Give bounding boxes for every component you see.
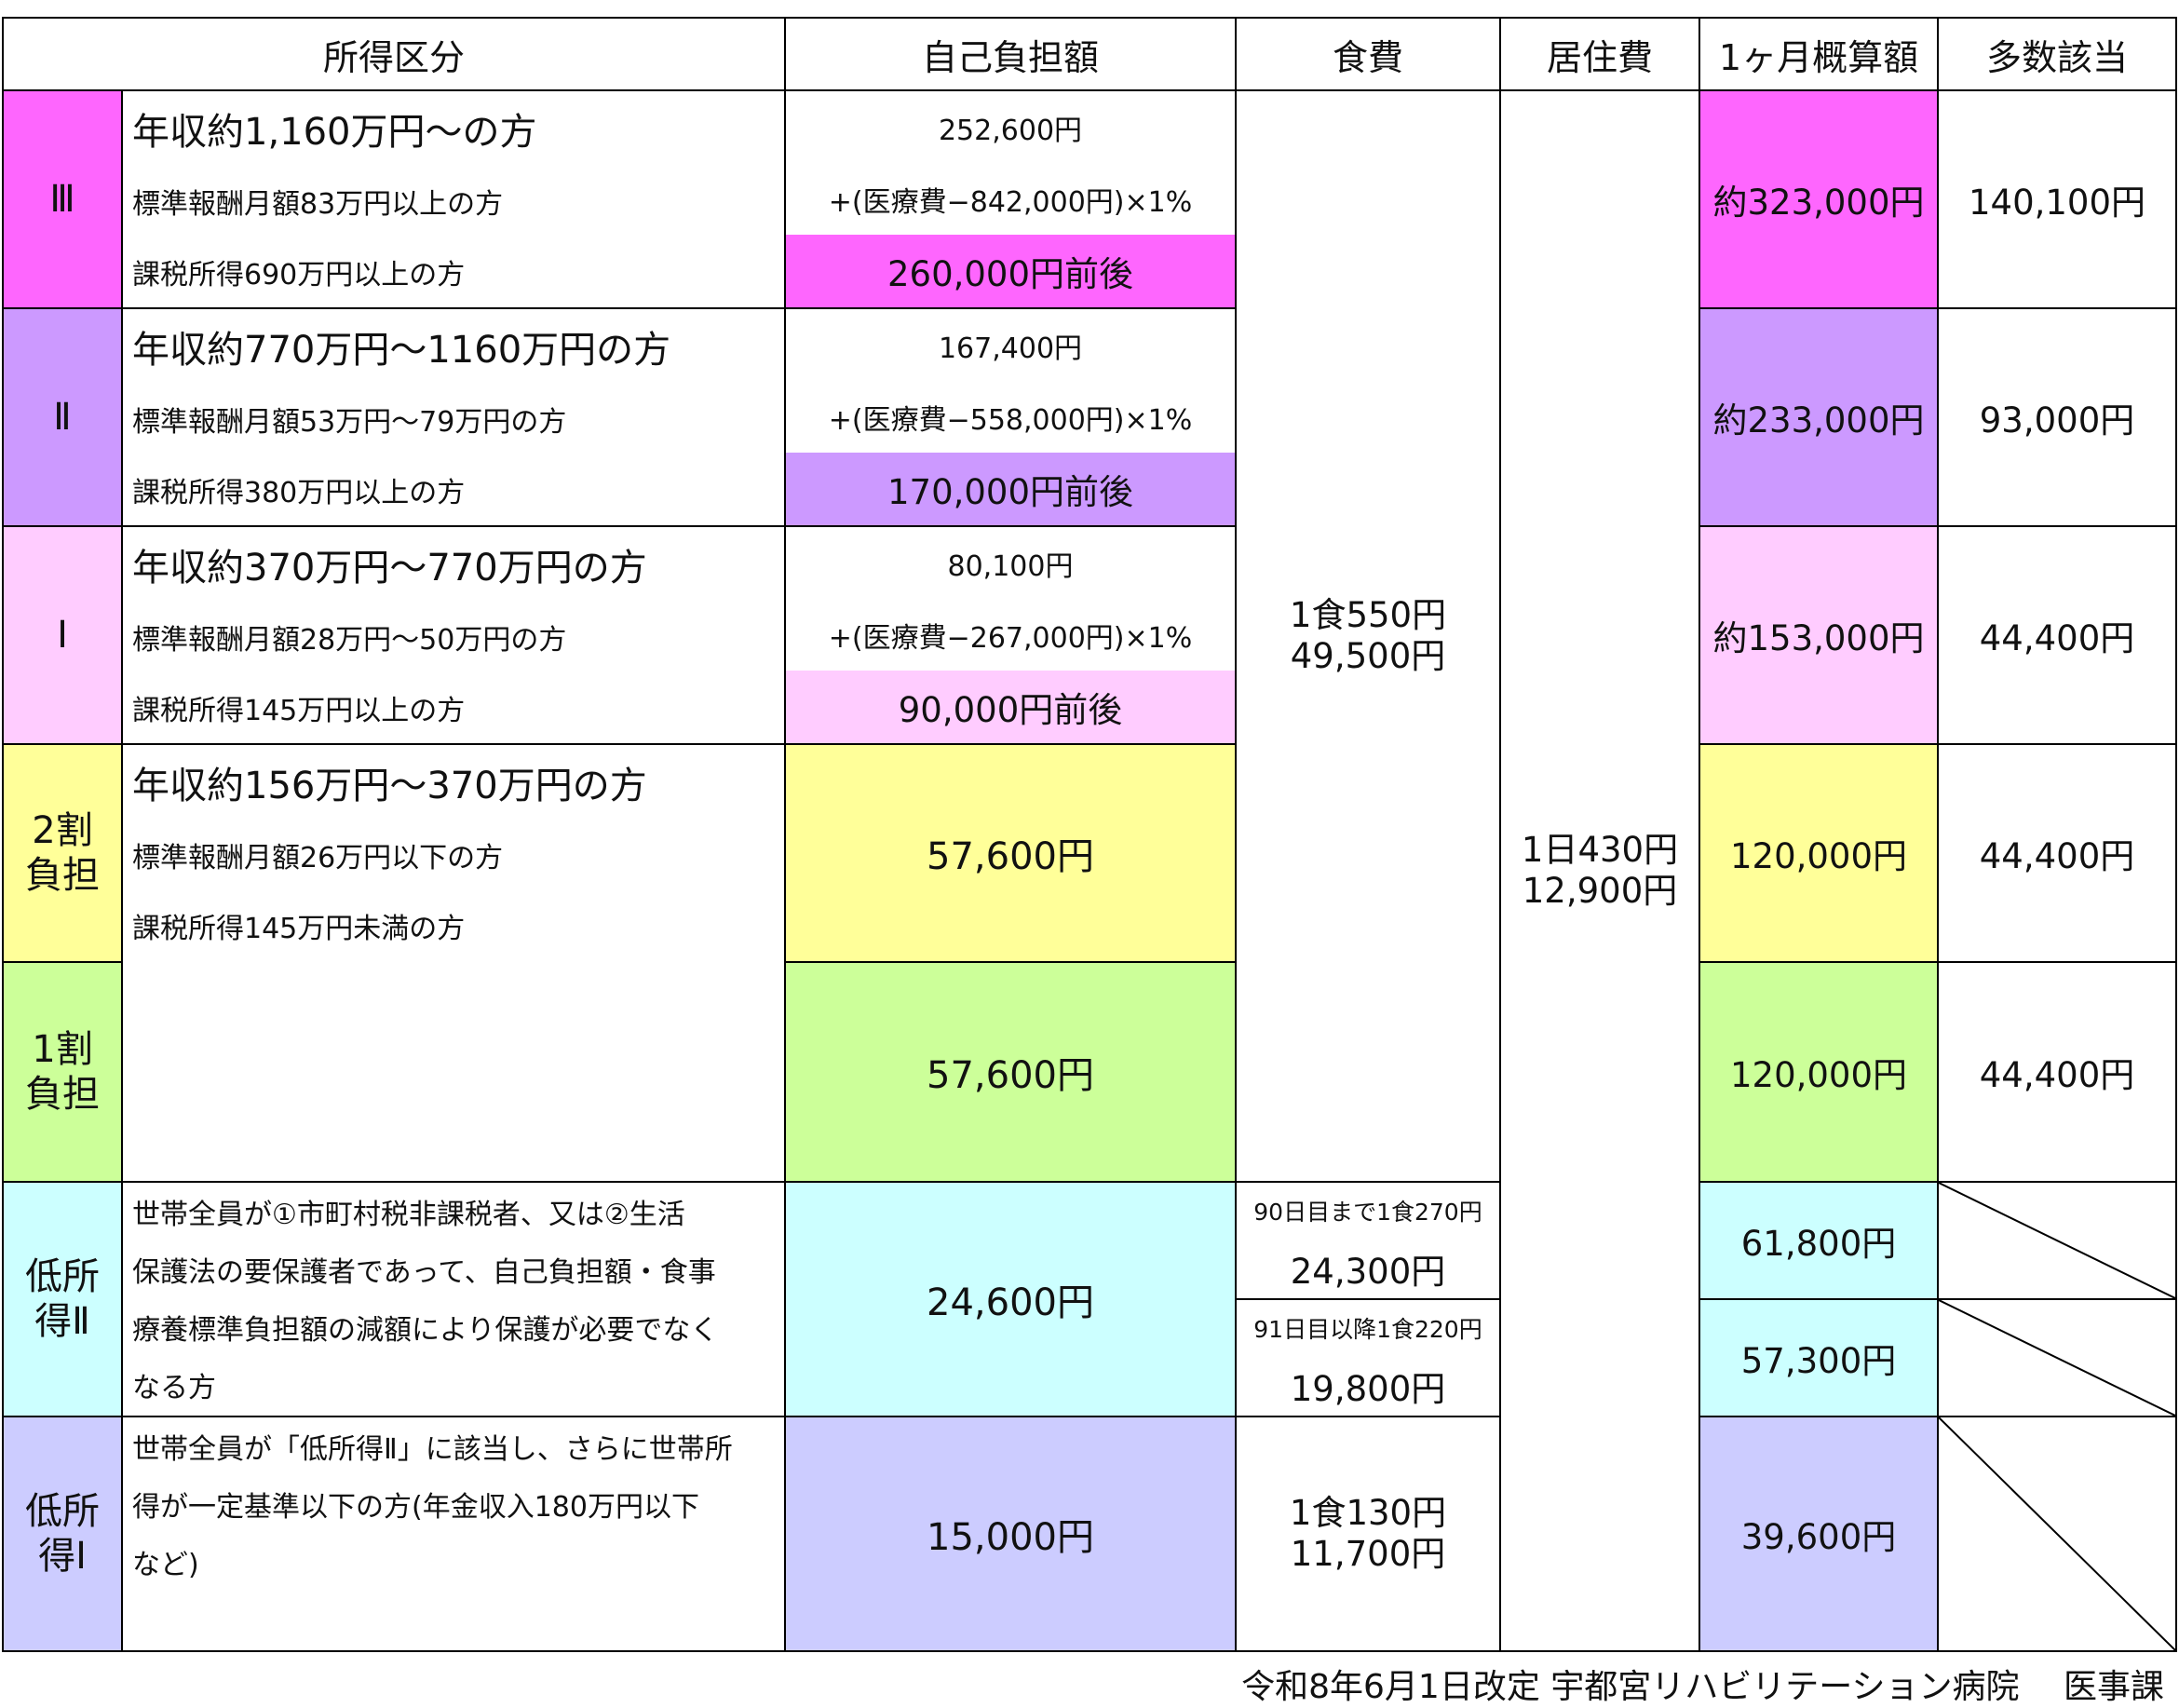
row-label-iii: Ⅲ	[2, 89, 123, 309]
salary-text: 標準報酬月額26万円以下の方	[132, 842, 504, 874]
pay-base: 167,400円	[938, 332, 1083, 365]
residence-common-line2: 12,900円	[1522, 871, 1678, 911]
taxable-text: 課税所得380万円以上の方	[132, 477, 466, 509]
header-multiple-count: 多数該当	[1937, 17, 2177, 91]
label-line1: 1割	[32, 1028, 93, 1071]
header-meal: 食費	[1235, 17, 1501, 91]
diagonal-strike	[1939, 1300, 2175, 1416]
meal-b-value: 19,800円	[1290, 1369, 1446, 1409]
monthly-i: 約153,000円	[1699, 525, 1939, 745]
row-desc-low-income-ii: 世帯全員が①市町村税非課税者、又は②生活 保護法の要保護者であって、自己負担額・…	[121, 1181, 786, 1417]
multiple-low-income-i	[1937, 1416, 2177, 1652]
pay-base: 80,100円	[947, 550, 1074, 583]
row-label-two-wari: 2割 負担	[2, 743, 123, 963]
row-desc-two-wari-one-wari: 年収約156万円～370万円の方 標準報酬月額26万円以下の方 課税所得145万…	[121, 743, 786, 1183]
monthly-iii: 約323,000円	[1699, 89, 1939, 309]
row-label-low-income-i: 低所 得Ⅰ	[2, 1416, 123, 1652]
monthly-low-income-i: 39,600円	[1699, 1416, 1939, 1652]
self-pay-ii: 167,400円 +(医療費−558,000円)×1% 170,000円前後	[784, 307, 1237, 527]
desc-line: なる方	[132, 1372, 216, 1404]
taxable-text: 課税所得690万円以上の方	[132, 259, 466, 291]
pay-approx: 90,000円前後	[786, 671, 1235, 743]
salary-text: 標準報酬月額83万円以上の方	[132, 188, 504, 221]
desc-line: 保護法の要保護者であって、自己負担額・食事	[132, 1256, 716, 1289]
row-desc-ii: 年収約770万円～1160万円の方 標準報酬月額53万円～79万円の方 課税所得…	[121, 307, 786, 527]
row-desc-iii: 年収約1,160万円～の方 標準報酬月額83万円以上の方 課税所得690万円以上…	[121, 89, 786, 309]
income-text: 年収約156万円～370万円の方	[132, 765, 647, 807]
meal-a-label: 90日目まで1食270円	[1253, 1199, 1482, 1226]
pay-formula: +(医療費−267,000円)×1%	[828, 622, 1193, 655]
pay-formula: +(医療費−842,000円)×1%	[828, 186, 1193, 219]
pay-base: 252,600円	[938, 115, 1083, 147]
row-desc-low-income-i: 世帯全員が「低所得Ⅱ」に該当し、さらに世帯所 得が一定基準以下の方(年金収入18…	[121, 1416, 786, 1652]
header-self-pay: 自己負担額	[784, 17, 1237, 91]
diagonal-strike	[1939, 1183, 2175, 1298]
desc-line: 世帯全員が①市町村税非課税者、又は②生活	[132, 1199, 685, 1231]
header-monthly-estimate: 1ヶ月概算額	[1699, 17, 1939, 91]
meal-a-value: 24,300円	[1290, 1252, 1446, 1292]
monthly-one-wari: 120,000円	[1699, 961, 1939, 1183]
multiple-i: 44,400円	[1937, 525, 2177, 745]
taxable-text: 課税所得145万円以上の方	[132, 695, 466, 727]
meal-low-income-ii-b: 91日目以降1食220円 19,800円	[1235, 1298, 1501, 1417]
self-pay-i: 80,100円 +(医療費−267,000円)×1% 90,000円前後	[784, 525, 1237, 745]
row-label-one-wari: 1割 負担	[2, 961, 123, 1183]
meal-low-income-i: 1食130円 11,700円	[1235, 1416, 1501, 1652]
self-pay-low-income-i: 15,000円	[784, 1416, 1237, 1652]
self-pay-two-wari: 57,600円	[784, 743, 1237, 963]
multiple-one-wari: 44,400円	[1937, 961, 2177, 1183]
multiple-low-income-ii-b	[1937, 1298, 2177, 1417]
monthly-ii: 約233,000円	[1699, 307, 1939, 527]
pay-approx: 170,000円前後	[786, 453, 1235, 525]
multiple-low-income-ii-a	[1937, 1181, 2177, 1300]
label-line2: 負担	[25, 854, 100, 897]
multiple-ii: 93,000円	[1937, 307, 2177, 527]
self-pay-one-wari: 57,600円	[784, 961, 1237, 1183]
meal-common-line2: 49,500円	[1290, 636, 1446, 676]
meal-line2: 11,700円	[1290, 1534, 1446, 1574]
monthly-two-wari: 120,000円	[1699, 743, 1939, 963]
income-text: 年収約1,160万円～の方	[132, 111, 537, 154]
self-pay-low-income-ii: 24,600円	[784, 1181, 1237, 1417]
pay-formula: +(医療費−558,000円)×1%	[828, 404, 1193, 437]
self-pay-iii: 252,600円 +(医療費−842,000円)×1% 260,000円前後	[784, 89, 1237, 309]
multiple-iii: 140,100円	[1937, 89, 2177, 309]
desc-line: など)	[132, 1549, 199, 1581]
row-label-ii: Ⅱ	[2, 307, 123, 527]
pay-approx: 260,000円前後	[786, 235, 1235, 307]
monthly-low-income-ii-a: 61,800円	[1699, 1181, 1939, 1300]
residence-common-line1: 1日430円	[1521, 830, 1679, 870]
desc-line: 得が一定基準以下の方(年金収入180万円以下	[132, 1491, 699, 1524]
label-line2: 負担	[25, 1073, 100, 1116]
meal-common-line1: 1食550円	[1289, 595, 1447, 635]
label-line2: 得Ⅱ	[34, 1300, 90, 1343]
income-text: 年収約770万円～1160万円の方	[132, 329, 671, 372]
row-label-i: Ⅰ	[2, 525, 123, 745]
meal-common: 1食550円 49,500円	[1235, 89, 1501, 1183]
desc-line: 世帯全員が「低所得Ⅱ」に該当し、さらに世帯所	[132, 1433, 733, 1466]
desc-line: 療養標準負担額の減額により保護が必要でなく	[132, 1314, 719, 1347]
meal-low-income-ii-a: 90日目まで1食270円 24,300円	[1235, 1181, 1501, 1300]
revision-footer: 令和8年6月1日改定 宇都宮リハビリテーション病院 医事課	[1241, 1668, 2164, 1706]
taxable-text: 課税所得145万円未満の方	[132, 913, 466, 945]
label-line2: 得Ⅰ	[38, 1535, 87, 1578]
salary-text: 標準報酬月額28万円～50万円の方	[132, 624, 567, 657]
salary-text: 標準報酬月額53万円～79万円の方	[132, 406, 567, 439]
row-desc-i: 年収約370万円～770万円の方 標準報酬月額28万円～50万円の方 課税所得1…	[121, 525, 786, 745]
diagonal-strike	[1939, 1417, 2175, 1650]
meal-b-label: 91日目以降1食220円	[1253, 1316, 1482, 1343]
multiple-two-wari: 44,400円	[1937, 743, 2177, 963]
row-label-low-income-ii: 低所 得Ⅱ	[2, 1181, 123, 1417]
label-line1: 低所	[25, 1490, 100, 1533]
meal-line1: 1食130円	[1289, 1493, 1447, 1533]
header-residence: 居住費	[1499, 17, 1700, 91]
label-line1: 低所	[25, 1255, 100, 1298]
label-line1: 2割	[32, 809, 93, 852]
residence-common: 1日430円 12,900円	[1499, 89, 1700, 1652]
header-income-category: 所得区分	[2, 17, 786, 91]
income-text: 年収約370万円～770万円の方	[132, 547, 647, 590]
monthly-low-income-ii-b: 57,300円	[1699, 1298, 1939, 1417]
